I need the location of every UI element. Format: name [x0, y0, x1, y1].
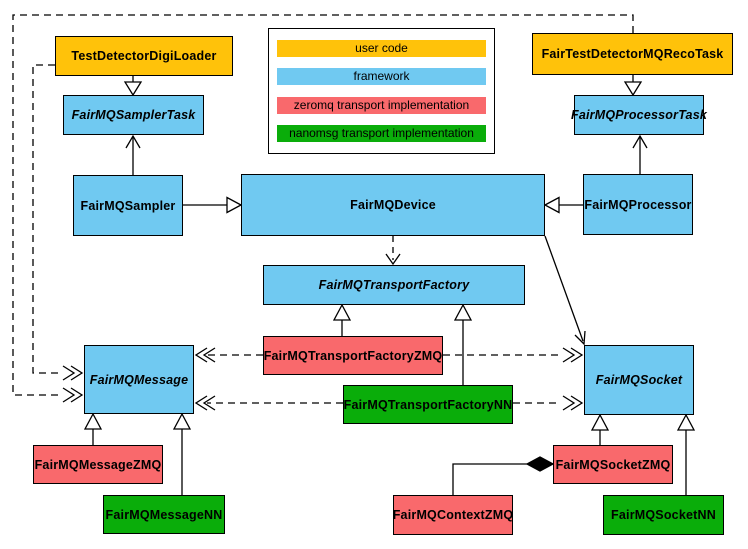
node-fairmqtransportfactory: FairMQTransportFactory [263, 265, 525, 305]
edge-messagezmq-message [83, 412, 103, 445]
node-fairmqsocketzmq: FairMQSocketZMQ [553, 445, 673, 484]
node-testdetectordigiloader: TestDetectorDigiLoader [55, 36, 233, 76]
edge-socketnn-socket [676, 413, 696, 495]
node-fairmqsocket: FairMQSocket [584, 345, 694, 415]
edge-transportfactoryzmq-transportfactory [332, 303, 352, 336]
edge-processor-device [543, 196, 583, 214]
legend-item-nanomsg: nanomsg transport implementation [277, 124, 486, 142]
edge-transportfactoryzmq-message [194, 347, 263, 363]
node-fairmqmessagezmq: FairMQMessageZMQ [33, 445, 163, 484]
edge-sampler-samplertask [125, 134, 141, 175]
node-fairmqsampler: FairMQSampler [73, 175, 183, 236]
edge-socketzmq-socket [590, 413, 610, 445]
edge-contextzmq-socketzmq [452, 456, 555, 495]
edge-device-transportfactory [385, 236, 401, 266]
node-fairmqsamplertask: FairMQSamplerTask [63, 95, 204, 135]
edge-digiloader-message [32, 64, 84, 381]
edge-messagenn-message [172, 412, 192, 495]
node-fairmqsocketnn: FairMQSocketNN [603, 495, 724, 535]
node-fairmqcontextzmq: FairMQContextZMQ [393, 495, 513, 535]
legend-item-user-code: user code [277, 40, 486, 58]
edge-transportfactorynn-message [194, 395, 343, 411]
edge-device-socket [544, 235, 586, 346]
edge-digiloader-samplertask [123, 76, 143, 97]
legend-item-zeromq: zeromq transport implementation [277, 96, 486, 114]
edge-recotask-message [12, 14, 634, 403]
node-fairtestdetectormqrecotask: FairTestDetectorMQRecoTask [532, 33, 733, 75]
legend: user code framework zeromq transport imp… [268, 28, 495, 154]
node-fairmqprocessortask: FairMQProcessorTask [571, 95, 707, 135]
node-fairmqtransportfactorynn: FairMQTransportFactoryNN [343, 385, 513, 424]
edge-recotask-processortask [623, 75, 643, 97]
legend-item-framework: framework [277, 68, 486, 86]
edge-sampler-device [183, 196, 243, 214]
node-fairmqprocessor: FairMQProcessor [583, 174, 693, 235]
edge-transportfactorynn-transportfactory [453, 303, 473, 385]
node-fairmqmessagenn: FairMQMessageNN [103, 495, 225, 534]
edge-transportfactorynn-socket [513, 395, 584, 411]
node-fairmqtransportfactoryzmq: FairMQTransportFactoryZMQ [263, 336, 443, 375]
node-fairmqmessage: FairMQMessage [84, 345, 194, 414]
edge-processor-processortask [632, 134, 648, 174]
node-fairmqdevice: FairMQDevice [241, 174, 545, 236]
edge-transportfactoryzmq-socket [443, 347, 584, 363]
